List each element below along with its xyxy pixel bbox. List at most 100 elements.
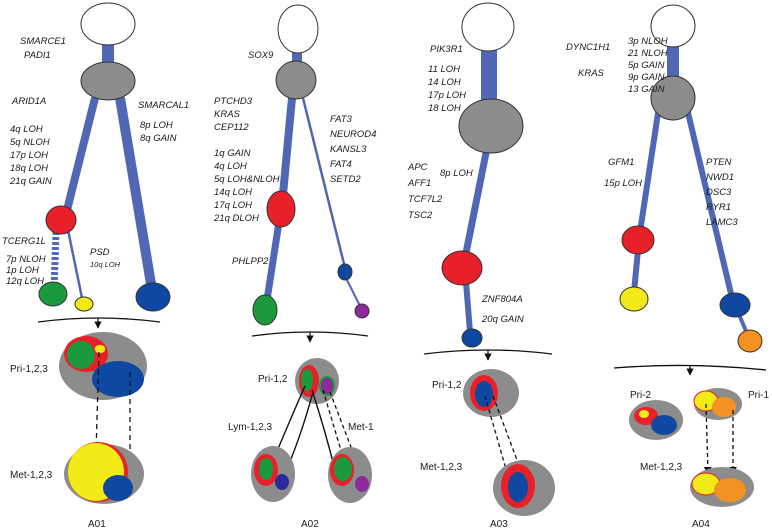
a01-right-label-1: 8p LOH [140,120,173,131]
a03-trunk-label-2: 14 LOH [428,77,461,88]
a02-met-green [334,457,352,481]
panel-a01: SMARCE1 PADI1 ARID1A 4q LOH 5q NLOH 17p … [2,2,189,530]
a02-arrow-met-3 [329,391,364,477]
a02-subclone-label: PHLPP2 [232,256,269,267]
a04-met-orange [714,478,746,502]
a03-root-node [461,2,515,52]
a02-left-label-1: KRAS [214,109,241,120]
a04-blue-node [719,292,751,318]
a04-met-label: Met-1,2,3 [640,462,683,473]
a04-right-label-0: PTEN [706,157,731,168]
a01-trunk-label-0: SMARCE1 [20,36,66,47]
a02-right-label-2: KANSL3 [330,144,367,155]
a01-right-label-2: 8q GAIN [140,133,177,144]
a02-red-node [266,190,296,228]
a02-right-label-3: FAT4 [330,159,352,170]
a04-right-branch [682,99,735,299]
a03-caption: A03 [490,519,508,530]
a04-left-label-0: GFM1 [608,157,634,168]
a03-subclone-label-1: 20q GAIN [481,314,524,325]
a03-pri-label: Pri-1,2 [432,380,462,391]
a04-trunk-label-1: 21 NLOH [627,48,668,59]
a02-left-label-2: CEP112 [214,122,249,133]
a01-trunk-node [80,61,136,101]
a03-left-label-0: APC [407,162,428,173]
a04-trunk-node [650,75,696,121]
a03-blue-node [461,328,483,348]
a01-right-label-0: SMARCAL1 [138,100,189,111]
a01-left-label-2: 5q NLOH [10,137,50,148]
a02-right-label-0: FAT3 [330,114,353,125]
a03-trunk-label-3: 17p LOH [428,90,466,101]
a01-pri-yellow [93,343,107,355]
a01-blue-node [135,282,171,312]
a04-pri2-blue [651,415,677,435]
a02-purple-node [354,303,370,319]
a02-lym-green [259,458,273,480]
a02-pri-purple [319,376,335,396]
a01-dashed-branch [50,231,60,289]
a01-trunk-label-1: PADI1 [24,50,51,61]
a03-left-label-1: AFF1 [407,178,431,189]
a04-pri2-label: Pri-2 [630,390,652,401]
a01-root-node [80,2,136,46]
panel-a02: SOX9 PTCHD3 KRAS CEP112 1q GAIN 4q LOH 5… [213,4,376,530]
a01-yellow-node [74,296,94,312]
a03-subclone-branch [463,281,473,333]
a01-left-label-4: 18q LOH [10,163,48,174]
a01-left-label-3: 17p LOH [10,150,48,161]
a04-right-label-4: LAMC3 [706,217,738,228]
a01-caption: A01 [88,519,106,530]
a02-left-label-7: 17q LOH [214,200,252,211]
a01-met-label: Met-1,2,3 [10,470,53,481]
a02-trunk-node [275,60,317,100]
a01-psd-label: PSD [90,247,110,258]
a04-red-node [621,225,655,255]
a04-orange-node [737,329,763,353]
a01-left-label-5: 21q GAIN [9,176,52,187]
a03-red-node [441,250,483,286]
a02-pri-green [301,369,313,391]
a03-trunk-label-1: 11 LOH [428,64,460,75]
a01-left-branch [61,97,99,219]
a03-pri-blue [475,381,493,407]
a01-pri-label: Pri-1,2,3 [10,364,48,375]
a02-left-label-3: 1q GAIN [214,148,251,159]
a01-red-node [45,205,77,235]
a02-trunk-label-0: SOX9 [248,50,274,61]
a01-subclone-label-0: TCERG1L [2,236,46,247]
a01-subclone-label-3: 12q LOH [6,276,44,287]
a04-pri2-yellow [639,410,649,418]
panel-a03: PIK3R1 11 LOH 14 LOH 17p LOH 18 LOH APC … [407,2,555,530]
a03-met-label: Met-1,2,3 [420,462,463,473]
a01-subclone-label-2: 1p LOH [6,265,39,276]
a03-branch [461,147,491,259]
a04-left-sub-branch [631,249,641,293]
a01-met-blue [103,475,133,501]
a02-right-label-4: SETD2 [330,174,361,185]
a02-lym-blue [275,474,289,490]
a01-left-label-1: 4q LOH [10,124,43,135]
a04-pri1-label: Pri-1 [748,390,770,401]
a02-left-label-5: 5q LOH&NLOH [214,174,280,185]
a04-caption: A04 [692,519,710,530]
a01-pri-blue [92,361,144,397]
a03-trunk-node [458,98,524,154]
a03-subclone-label-0: ZNF804A [481,294,523,305]
a04-yellow-node [619,286,649,312]
a02-pri-label: Pri-1,2 [258,374,288,385]
a01-arrow-1 [92,351,101,453]
a03-trunk-label-0: PIK3R1 [430,44,463,55]
panel-a04: 3p NLOH 21 NLOH 5p GAIN 9p GAIN 13 GAIN … [566,4,770,530]
a03-trunk-label-4: 18 LOH [428,103,461,114]
a03-left-label-2: TCF7L2 [408,194,443,205]
a04-trunk-label-2: 5p GAIN [628,60,665,71]
a03-met-blue [508,472,528,502]
a02-left-label-4: 4q LOH [214,161,247,172]
a02-caption: A02 [301,519,319,530]
a01-pri-green [67,341,95,369]
a02-left-label-6: 14q LOH [214,187,252,198]
a02-root-node [277,4,319,54]
a02-blue-node [337,263,353,281]
